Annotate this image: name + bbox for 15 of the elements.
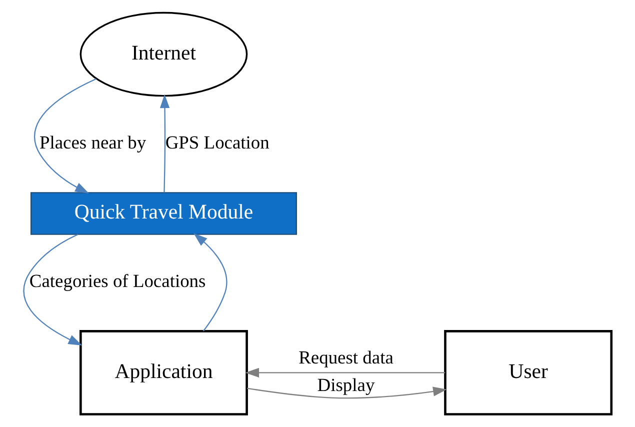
- arrow: [160, 94, 170, 193]
- edge-label: Request data: [298, 347, 394, 368]
- arrow: [246, 386, 447, 399]
- edge-label: Places near by: [39, 132, 146, 153]
- arrow: [245, 368, 446, 378]
- edge-label: GPS Location: [165, 132, 270, 153]
- node-box: User: [444, 330, 613, 416]
- node-ellipse: Internet: [80, 12, 248, 97]
- node-box: Quick Travel Module: [30, 192, 297, 235]
- edge-label: Categories of Locations: [29, 271, 206, 292]
- node-box: Application: [80, 330, 248, 416]
- arrow: [194, 233, 228, 332]
- edge-label: Display: [317, 374, 375, 395]
- arrow: [23, 234, 82, 346]
- arrow: [34, 78, 96, 194]
